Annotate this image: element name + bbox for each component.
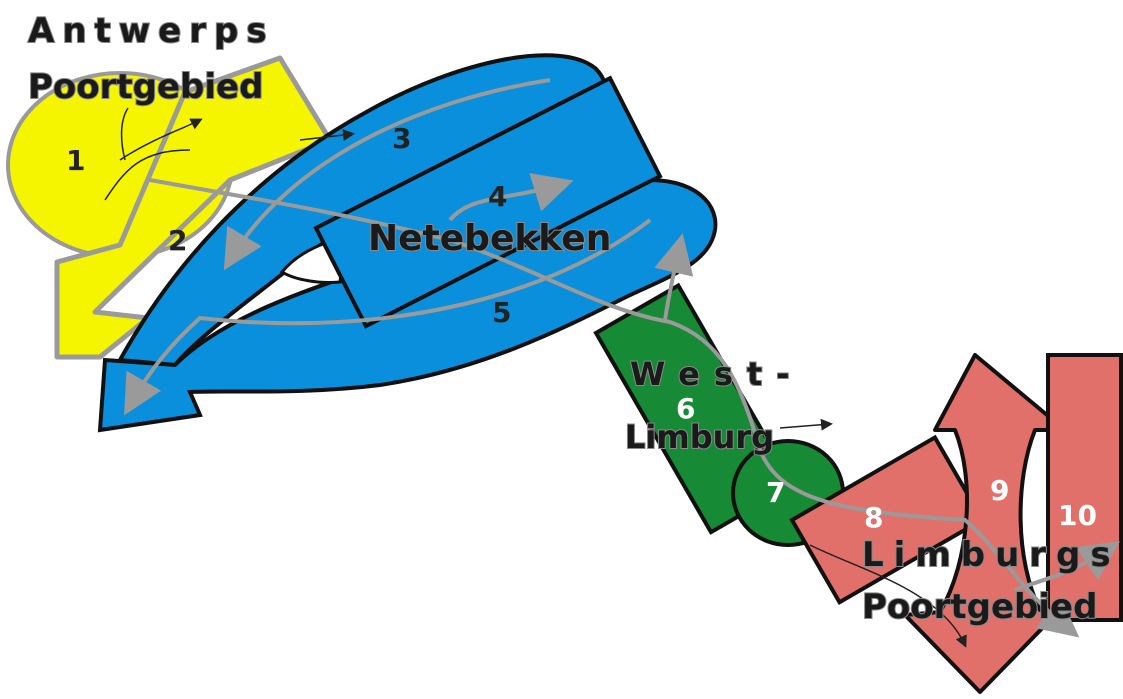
antwerp-label-line1: Antwerps: [28, 11, 275, 51]
zone-10-shape: [1046, 353, 1123, 622]
zone-number-5: 5: [492, 296, 511, 329]
route-branch-north: [654, 233, 694, 321]
zone-number-4: 4: [488, 180, 507, 213]
limburg-label-line1: Limburgs: [862, 535, 1121, 575]
zone-number-6: 6: [676, 392, 695, 425]
route-loop-5: [124, 218, 652, 416]
zone-number-7: 7: [766, 476, 785, 509]
zone-number-8: 8: [864, 501, 883, 534]
route-loop-4: [448, 173, 574, 222]
westlimburg-label-line1: West-: [630, 355, 803, 393]
route-limburg-branch: [1014, 541, 1120, 592]
zone-9-arrow-shape: [903, 353, 1067, 694]
zone-number-3: 3: [392, 122, 411, 155]
antwerp-label-line2: Poortgebied: [28, 67, 263, 107]
local-route-3: [299, 129, 355, 141]
local-route-limburg: [809, 544, 967, 648]
zone-number-1: 1: [66, 144, 85, 177]
zone-number-10: 10: [1058, 499, 1097, 532]
local-route-westlimburg: [779, 418, 833, 431]
zone-number-2: 2: [168, 224, 187, 257]
westlimburg-label-line2: Limburg: [625, 418, 774, 456]
zone-4-block-shape: [313, 75, 663, 329]
netebekken-label: Netebekken: [368, 218, 611, 259]
main-route-line: [149, 178, 1080, 638]
zone-8-shape: [789, 434, 986, 606]
limburg-label-line2: Poortgebied: [862, 587, 1097, 627]
local-route-antwerp: [104, 107, 200, 201]
route-loop-3: [223, 78, 551, 271]
zone-number-9: 9: [990, 474, 1009, 507]
